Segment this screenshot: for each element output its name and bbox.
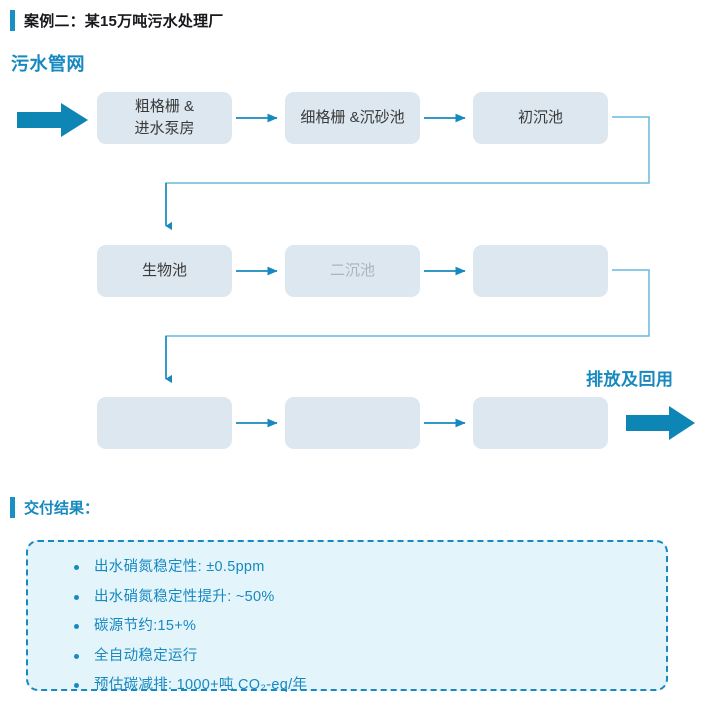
deliverables-title-text: 交付结果： — [24, 499, 100, 517]
flow-node-row3-col2-blank[interactable] — [285, 397, 420, 449]
flow-node-row2-col3-blank[interactable] — [473, 245, 608, 297]
page-title: 污水管网 — [11, 54, 85, 74]
outlet-block-arrow — [626, 406, 695, 440]
list-item: 出水硝氮稳定性提升: ~50% — [72, 589, 666, 605]
flow-node-primary-clarifier[interactable]: 初沉池 — [473, 92, 608, 144]
accent-bar — [10, 9, 15, 31]
list-item: 全自动稳定运行 — [72, 648, 666, 664]
list-item: 预估碳减排: 1000+吨 CO₂-eq/年 — [72, 678, 666, 693]
case-title-text: 案例二：某15万吨污水处理厂 — [24, 12, 224, 30]
deliverables-title: 交付结果： — [10, 496, 99, 518]
deliverables-list: 出水硝氮稳定性: ±0.5ppm 出水硝氮稳定性提升: ~50% 碳源节约:15… — [72, 560, 666, 693]
accent-bar — [10, 496, 15, 518]
flow-node-secondary-clarifier[interactable]: 二沉池 — [285, 245, 420, 297]
flow-node-fine-screen-grit[interactable]: 细格栅 &沉砂池 — [285, 92, 420, 144]
flow-node-label: 细格栅 &沉砂池 — [300, 109, 405, 127]
flow-node-label: 生物池 — [141, 262, 187, 280]
inlet-block-arrow — [17, 103, 88, 137]
list-item: 碳源节约:15+% — [72, 619, 666, 634]
flow-node-coarse-screen-pump[interactable]: 粗格栅 & 进水泵房 — [97, 92, 232, 144]
case-title: 案例二：某15万吨污水处理厂 — [10, 9, 224, 31]
flow-node-label: 粗格栅 & 进水泵房 — [134, 98, 195, 137]
deliverables-panel: 出水硝氮稳定性: ±0.5ppm 出水硝氮稳定性提升: ~50% 碳源节约:15… — [26, 540, 668, 693]
flow-node-row3-col1-blank[interactable] — [97, 397, 232, 449]
flow-node-label: 二沉池 — [329, 262, 375, 280]
flow-node-bioreactor[interactable]: 生物池 — [97, 245, 232, 297]
discharge-reuse-label: 排放及回用 — [586, 370, 674, 389]
flow-node-row3-col3-blank[interactable] — [473, 397, 608, 449]
list-item: 出水硝氮稳定性: ±0.5ppm — [72, 560, 666, 575]
flow-node-label: 初沉池 — [517, 109, 563, 127]
